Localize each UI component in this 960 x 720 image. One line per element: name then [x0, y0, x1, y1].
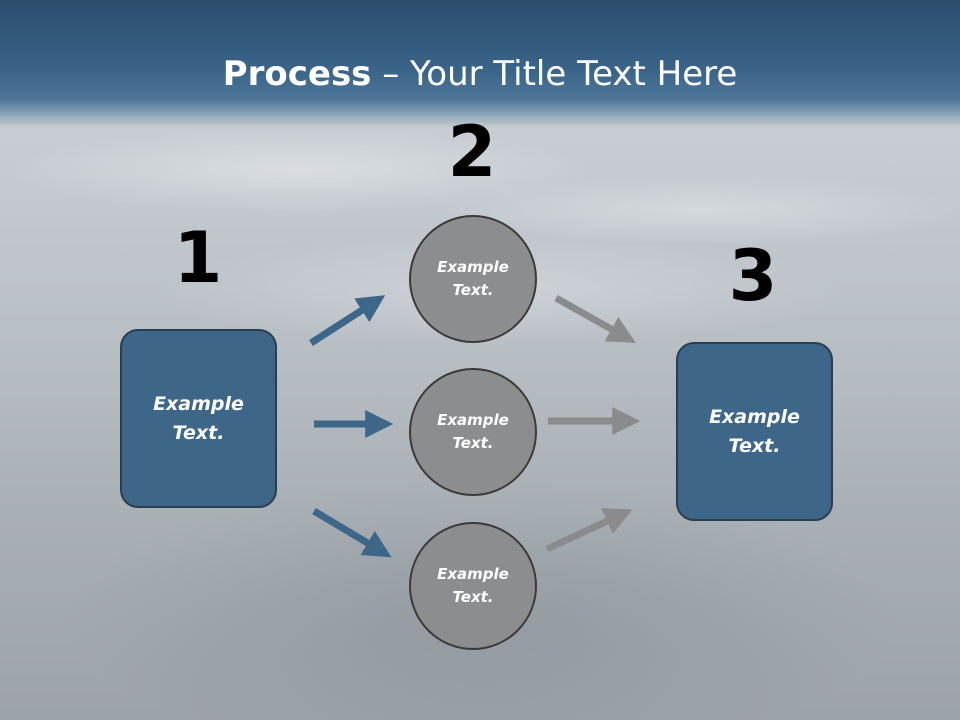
process-circle-middle: Example Text.	[409, 368, 537, 496]
slide-title: Process – Your Title Text Here	[0, 52, 960, 96]
arrow-bottom-to-right	[545, 508, 633, 553]
process-circle-bottom-label: Example Text.	[437, 565, 509, 606]
arrow-left-to-bottom	[312, 507, 392, 558]
step-number-1: 1	[173, 217, 223, 299]
process-circle-middle-label: Example Text.	[437, 411, 509, 452]
step-number-3: 3	[728, 235, 778, 317]
title-bold: Process	[222, 54, 372, 94]
step-number-2: 2	[447, 111, 497, 193]
process-box-left: Example Text.	[120, 329, 277, 508]
arrow-top-to-right	[554, 294, 636, 343]
process-box-right-label: Example Text.	[709, 405, 800, 457]
process-circle-bottom: Example Text.	[409, 522, 537, 650]
title-band	[0, 0, 960, 128]
process-circle-top-label: Example Text.	[437, 258, 509, 299]
arrow-left-to-top	[309, 295, 386, 346]
title-rest: – Your Title Text Here	[371, 54, 738, 94]
process-box-left-label: Example Text.	[153, 392, 244, 444]
process-circle-top: Example Text.	[409, 215, 537, 343]
process-box-right: Example Text.	[676, 342, 833, 521]
